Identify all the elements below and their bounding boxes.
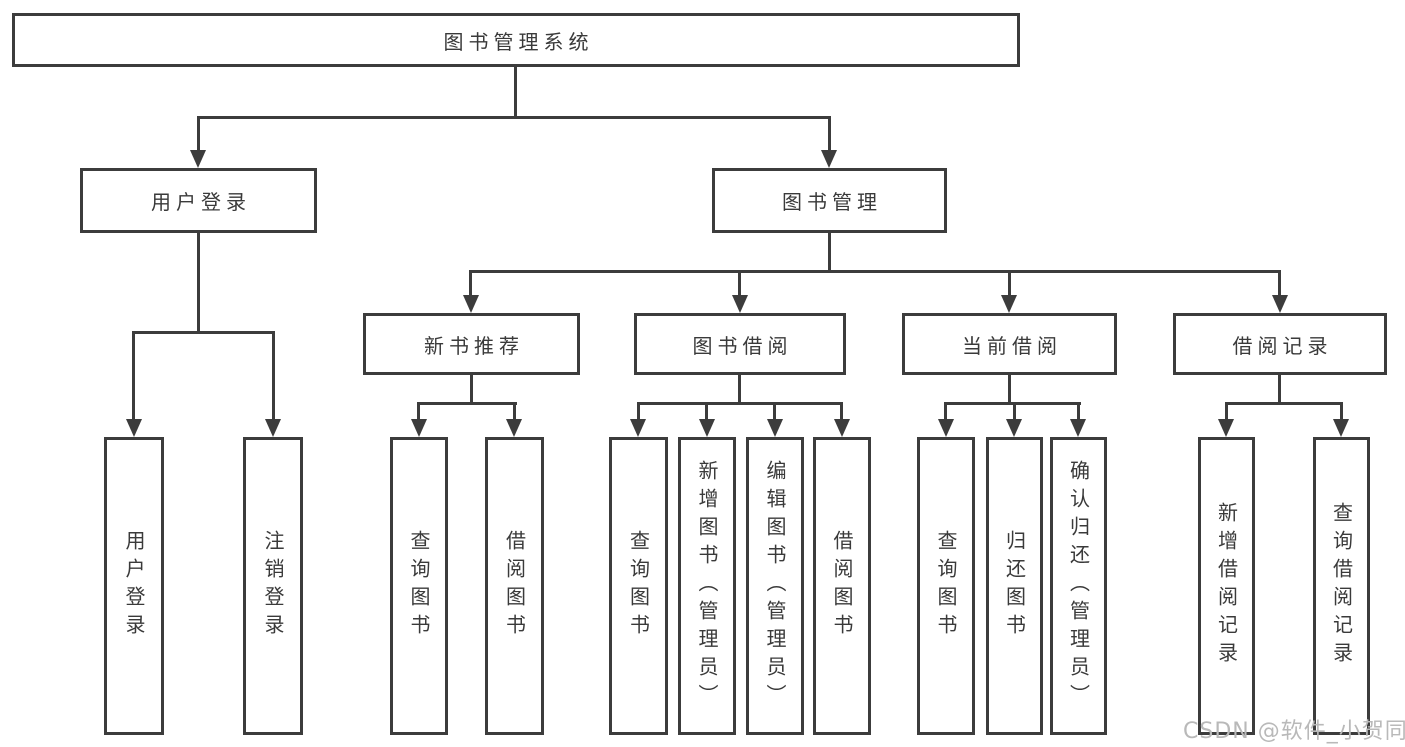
connector-line — [637, 402, 640, 421]
connector-line — [705, 402, 708, 421]
connector-line — [513, 402, 516, 421]
connector-line — [417, 402, 517, 405]
node-label: 图书借阅 — [692, 333, 793, 358]
csdn-watermark: CSDN @软件_小贺同学 — [1183, 719, 1405, 744]
connector-line — [637, 402, 843, 405]
connector-line — [1340, 402, 1343, 421]
connector-line — [132, 331, 275, 334]
arrowhead — [506, 419, 522, 437]
node-label: 查询图书 — [934, 530, 958, 642]
node-label: 新书推荐 — [424, 333, 524, 358]
connector-line — [828, 116, 831, 152]
connector-line — [944, 402, 1081, 405]
arrowhead — [1218, 419, 1234, 437]
connector-line — [1013, 402, 1016, 421]
node-label: 新增借阅记录 — [1214, 502, 1239, 670]
connector-line — [1008, 375, 1011, 405]
node-label: 借阅图书 — [502, 530, 527, 642]
connector-line — [828, 233, 831, 273]
node-book-borrowing: 图书借阅 — [634, 313, 846, 375]
leaf-borrow-books-borrowing: 借阅图书 — [813, 437, 871, 735]
arrowhead — [1070, 419, 1086, 437]
node-current-borrowing: 当前借阅 — [902, 313, 1117, 375]
arrowhead — [821, 150, 837, 168]
arrowhead — [767, 419, 783, 437]
node-label: 查询图书 — [407, 530, 431, 642]
connector-line — [469, 270, 1281, 273]
node-label: 用户登录 — [122, 530, 146, 642]
arrowhead — [190, 150, 206, 168]
node-label: 当前借阅 — [962, 333, 1062, 358]
node-label: 图书管理 — [782, 190, 882, 214]
connector-line — [514, 67, 517, 119]
node-user-login: 用户登录 — [80, 168, 317, 233]
connector-line — [197, 233, 200, 334]
connector-line — [1278, 270, 1281, 297]
connector-line — [840, 402, 843, 421]
connector-line — [469, 270, 472, 297]
leaf-add-book-admin: 新增图书（管理员） — [678, 437, 736, 735]
leaf-return-book: 归还图书 — [986, 437, 1043, 735]
leaf-query-books-recommend: 查询图书 — [390, 437, 448, 735]
connector-line — [272, 331, 275, 421]
arrowhead — [938, 419, 954, 437]
arrowhead — [630, 419, 646, 437]
leaf-user-login: 用户登录 — [104, 437, 164, 735]
leaf-borrow-books-recommend: 借阅图书 — [485, 437, 544, 735]
connector-line — [417, 402, 420, 421]
node-label: 编辑图书（管理员） — [763, 460, 787, 712]
connector-line — [197, 116, 200, 152]
node-label: 注销登录 — [261, 530, 285, 642]
node-label: 确认归还（管理员） — [1066, 460, 1091, 712]
node-label: 图书管理系统 — [443, 29, 594, 54]
arrowhead — [732, 295, 748, 313]
connector-line — [1225, 402, 1343, 405]
arrowhead — [1333, 419, 1349, 437]
node-new-book-recommend: 新书推荐 — [363, 313, 580, 375]
arrowhead — [699, 419, 715, 437]
connector-line — [1225, 402, 1228, 421]
node-label: 查询借阅记录 — [1329, 502, 1354, 670]
arrowhead — [265, 419, 281, 437]
arrowhead — [126, 419, 142, 437]
node-label: 查询图书 — [626, 530, 651, 642]
connector-line — [132, 331, 135, 421]
leaf-confirm-return-admin: 确认归还（管理员） — [1050, 437, 1107, 735]
arrowhead — [463, 295, 479, 313]
node-label: 新增图书（管理员） — [695, 460, 719, 712]
node-label: 借阅记录 — [1232, 333, 1333, 358]
leaf-logout: 注销登录 — [243, 437, 303, 735]
node-book-management: 图书管理 — [712, 168, 947, 233]
arrowhead — [1272, 295, 1288, 313]
leaf-query-books-current: 查询图书 — [917, 437, 975, 735]
arrowhead — [834, 419, 850, 437]
connector-line — [738, 375, 741, 405]
connector-line — [944, 402, 947, 421]
connector-line — [738, 270, 741, 297]
leaf-query-books-borrowing: 查询图书 — [609, 437, 668, 735]
node-label: 借阅图书 — [830, 530, 854, 642]
arrowhead — [411, 419, 427, 437]
node-borrowing-records: 借阅记录 — [1173, 313, 1387, 375]
leaf-edit-book-admin: 编辑图书（管理员） — [746, 437, 804, 735]
connector-line — [470, 375, 473, 405]
arrowhead — [1006, 419, 1022, 437]
connector-line — [1278, 375, 1281, 405]
connector-line — [773, 402, 776, 421]
node-library-management-system: 图书管理系统 — [12, 13, 1020, 67]
node-label: 用户登录 — [151, 190, 251, 214]
connector-line — [197, 116, 831, 119]
leaf-query-borrow-record: 查询借阅记录 — [1313, 437, 1370, 735]
leaf-add-borrow-record: 新增借阅记录 — [1198, 437, 1255, 735]
node-label: 归还图书 — [1002, 530, 1027, 642]
connector-line — [1008, 270, 1011, 297]
connector-line — [1077, 402, 1080, 421]
arrowhead — [1001, 295, 1017, 313]
